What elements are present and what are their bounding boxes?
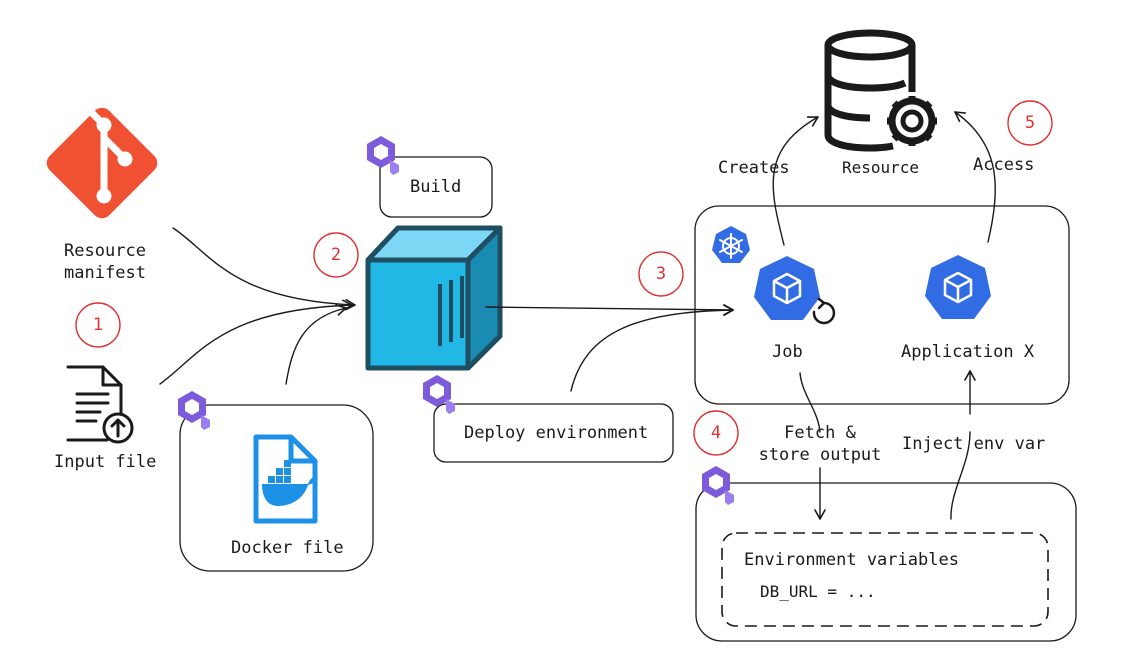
env-variables-box bbox=[721, 532, 1049, 627]
env-variables-title: Environment variables bbox=[744, 550, 959, 570]
kubernetes-icon bbox=[712, 226, 750, 263]
resource-manifest-label: Resource manifest bbox=[50, 240, 160, 284]
job-label: Job bbox=[772, 342, 803, 362]
step-1: 1 bbox=[92, 315, 104, 335]
step-circles bbox=[75, 100, 1053, 456]
container-icon bbox=[365, 225, 503, 371]
fetch-store-line1: Fetch & bbox=[784, 423, 856, 443]
application-x-label: Application X bbox=[901, 342, 1035, 362]
stage-cube-icon-env bbox=[702, 466, 734, 505]
stage-cube-icon-build bbox=[367, 136, 399, 175]
pod-icon bbox=[754, 256, 820, 320]
file-upload-icon bbox=[66, 365, 134, 444]
stage-cube-icon-deploy bbox=[423, 375, 455, 414]
docker-file-icon bbox=[253, 434, 318, 524]
step-5: 5 bbox=[1024, 113, 1036, 133]
access-label: Access bbox=[973, 155, 1035, 175]
deploy-environment-box bbox=[433, 403, 674, 463]
restart-icon bbox=[812, 297, 836, 325]
step-4: 4 bbox=[710, 423, 722, 443]
inject-env-var-label: Inject env var bbox=[902, 434, 1046, 454]
database-gear-icon bbox=[824, 29, 937, 152]
fetch-store-output-label: Fetch & store output bbox=[750, 422, 890, 466]
arrow-app-access-resource bbox=[954, 111, 996, 243]
arrow-job-fetch-output bbox=[799, 372, 821, 433]
stage-cube-icon-docker bbox=[178, 391, 210, 430]
build-label: Build bbox=[410, 177, 462, 197]
env-store-box bbox=[695, 482, 1077, 642]
arrow-container-to-job bbox=[485, 304, 734, 316]
db-url-value: DB_URL = ... bbox=[760, 582, 876, 601]
arrow-env-inject-app bbox=[950, 431, 971, 520]
creates-label: Creates bbox=[718, 158, 790, 178]
resource-manifest-line2: manifest bbox=[64, 263, 146, 283]
input-file-label: Input file bbox=[54, 452, 157, 472]
fetch-store-line2: store output bbox=[758, 445, 882, 465]
kubernetes-cluster-box bbox=[694, 205, 1070, 405]
step-2: 2 bbox=[330, 245, 342, 265]
git-icon bbox=[46, 99, 158, 219]
docker-file-label: Docker file bbox=[231, 538, 344, 558]
pod-icon-application bbox=[925, 255, 991, 319]
arrow-deploy-to-job bbox=[570, 304, 734, 392]
arrow-job-creates-resource bbox=[772, 116, 819, 246]
resource-label: Resource bbox=[842, 158, 920, 177]
arrow-input-to-container bbox=[159, 299, 353, 385]
build-box bbox=[379, 156, 493, 218]
arrow-manifest-to-container bbox=[172, 227, 356, 311]
docker-file-box bbox=[179, 404, 374, 572]
step-3: 3 bbox=[655, 264, 667, 284]
resource-manifest-line1: Resource bbox=[64, 241, 146, 261]
arrow-docker-to-container bbox=[285, 304, 347, 385]
deploy-environment-label: Deploy environment bbox=[464, 423, 649, 443]
